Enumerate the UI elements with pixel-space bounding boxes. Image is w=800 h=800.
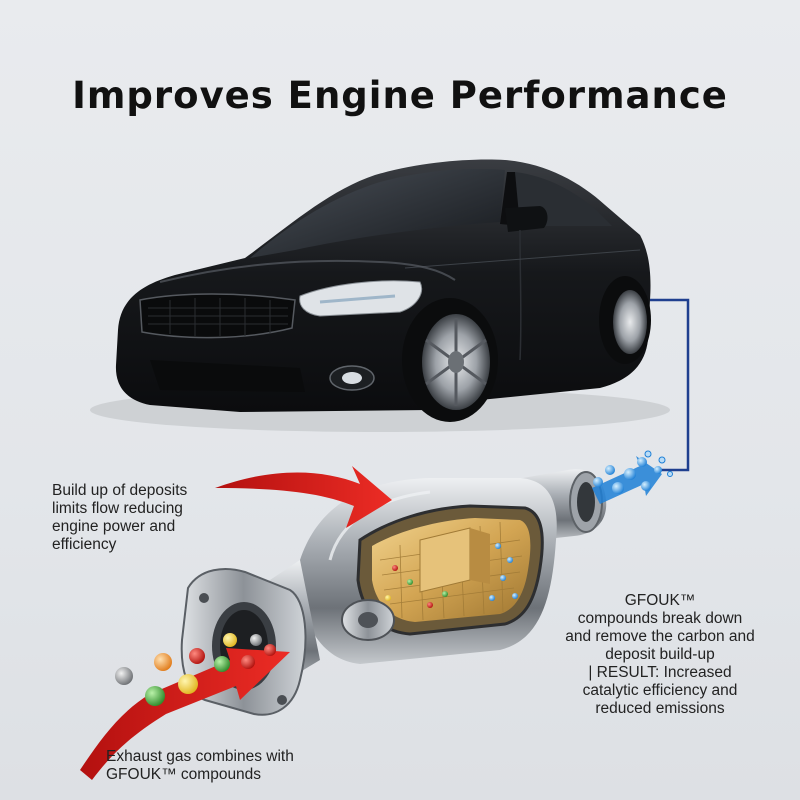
callout-line: GFOUK™ [624,592,696,609]
callout-line: deposit build-up [605,646,715,663]
callout-line: compounds break down [577,610,743,627]
exhaust-stream [80,633,290,780]
page-title: Improves Engine Performance [72,74,728,117]
callout-line: | RESULT: Increased [588,664,732,681]
callout-line: Build up of deposits [52,482,188,499]
blue-bubble-stream-icon [592,450,673,504]
callout-result: GFOUK™ compounds break down and remove t… [540,592,780,718]
car-illustration [90,159,670,432]
callout-line: limits flow reducing [52,500,183,517]
callout-line: catalytic efficiency and [582,682,738,699]
callout-line: reduced emissions [595,700,725,717]
callout-line: engine power and [52,518,176,535]
callout-deposits: Build up of deposits limits flow reducin… [52,482,252,554]
red-arrow-icon [215,466,392,528]
callout-exhaust: Exhaust gas combines with GFOUK™ compoun… [106,748,346,784]
callout-line: and remove the carbon and [565,628,755,645]
callout-line: GFOUK™ compounds [106,766,262,783]
callout-line: Exhaust gas combines with [106,748,294,765]
callout-line: efficiency [52,536,117,553]
connector-line [650,298,690,472]
